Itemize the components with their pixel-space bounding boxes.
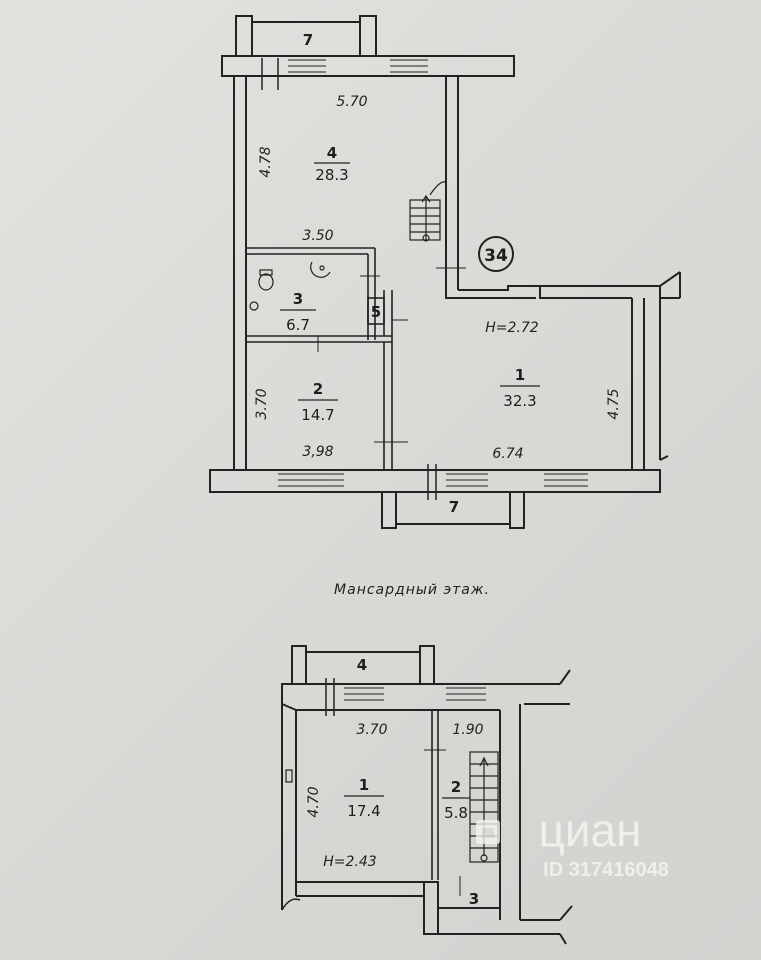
dim-room4-width: 5.70: [336, 94, 367, 110]
top-outer-wall: [221, 55, 515, 290]
dim-room1-width: 6.74: [492, 446, 523, 462]
room2-area: 14.7: [301, 406, 334, 424]
balcony-7-outline: [381, 491, 525, 529]
room2-number: 2: [313, 380, 323, 398]
room3-number: 3: [293, 290, 303, 308]
apartment-number-badge: 34: [478, 236, 514, 272]
cian-logo-icon: [476, 820, 500, 844]
height-label-top: H=2.72: [485, 320, 539, 336]
room4-area: 28.3: [315, 166, 348, 184]
height-label-bottom: H=2.43: [323, 854, 376, 870]
room3-area: 6.7: [286, 316, 310, 334]
left-outer-wall: [233, 76, 247, 470]
attic-bottom-wall: [296, 876, 573, 945]
attic-floor-plan: [281, 645, 573, 945]
attic-right-wall: [499, 704, 521, 920]
section-caption: Мансардный этаж.: [334, 582, 490, 598]
attic-stair-symbol: [469, 751, 499, 863]
attic-room1-area: 17.4: [347, 802, 380, 820]
cian-watermark: циан ID 317416048: [476, 804, 669, 881]
room1-outer-walls: [445, 271, 681, 470]
toilet-icon: [249, 269, 274, 311]
attic-room3-number: 3: [469, 890, 479, 908]
dim-attic-room1-width: 3.70: [356, 722, 387, 738]
attic-room4-number: 4: [357, 656, 367, 674]
watermark-id: ID 317416048: [543, 859, 669, 881]
attic-partition: [424, 710, 446, 880]
dim-attic-room1-height: 4.70: [306, 786, 322, 817]
attic-top-wall: [281, 669, 571, 716]
attic-room2-number: 2: [451, 778, 461, 796]
dim-room2-width: 3,98: [302, 444, 333, 460]
attic-room1-number: 1: [359, 776, 369, 794]
room1-number: 1: [515, 366, 525, 384]
room6-number: 7: [303, 31, 313, 49]
room7-number: 7: [449, 498, 459, 516]
attic-left-wall: [281, 704, 301, 911]
upper-floor-plan: [209, 15, 681, 529]
dim-room2-height: 3.70: [254, 388, 270, 419]
room1-area: 32.3: [503, 392, 536, 410]
dim-bath-width: 3.50: [302, 228, 333, 244]
dim-room4-height: 4.78: [258, 146, 274, 177]
room4-number: 4: [327, 144, 337, 162]
sink-icon: [310, 261, 331, 278]
dim-room1-height: 4.75: [606, 388, 622, 419]
room5-number: 5: [371, 303, 381, 321]
dim-attic-room2-width: 1.90: [452, 722, 483, 738]
bathroom-walls: [246, 247, 408, 470]
bottom-outer-wall: [209, 455, 669, 500]
attic-room2-area: 5.8: [444, 804, 468, 822]
apartment-number: 34: [484, 246, 508, 266]
stair-symbol: [409, 181, 447, 242]
watermark-brand: циан: [538, 804, 641, 856]
